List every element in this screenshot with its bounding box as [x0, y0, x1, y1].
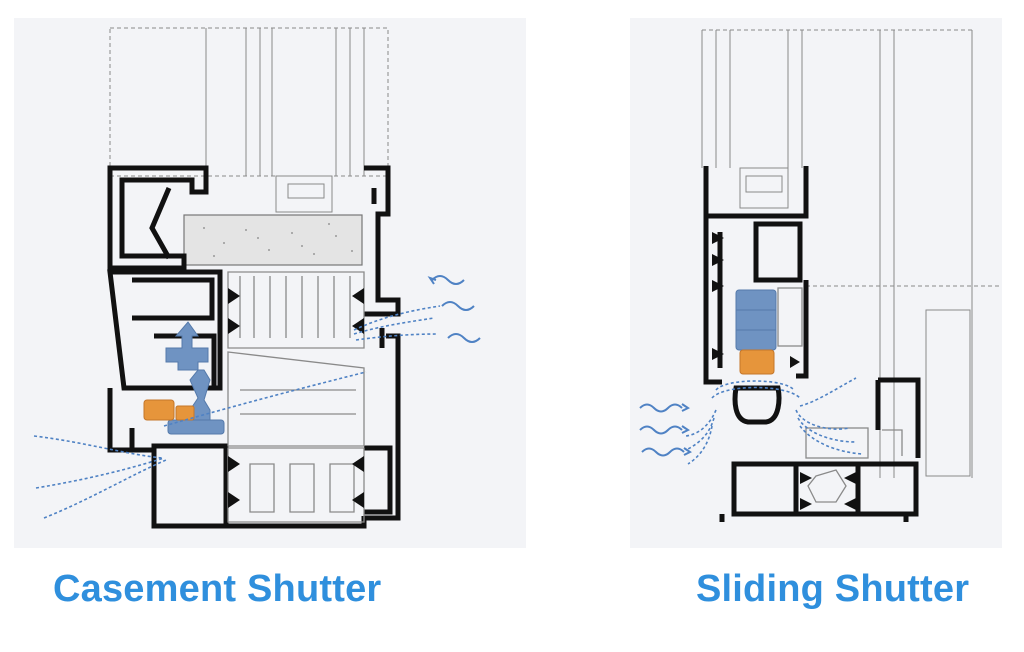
airflow-paths	[685, 377, 863, 465]
sliding-shutter-diagram	[630, 18, 1002, 548]
wavy-arrow-icon	[639, 403, 692, 457]
panel-background	[630, 18, 1002, 548]
seal-gasket	[735, 289, 777, 351]
roller-guide	[739, 349, 775, 375]
gasket-wedges	[712, 232, 856, 510]
frame-profile	[703, 166, 921, 522]
gasket-wedges	[228, 288, 364, 508]
seal-gasket	[165, 321, 225, 435]
thermal-break	[777, 287, 903, 503]
glazing-outline	[109, 27, 389, 213]
sliding-section-svg	[630, 18, 1002, 548]
airflow-paths	[33, 305, 441, 519]
casement-section-svg	[14, 18, 526, 548]
spacer-block	[183, 214, 363, 266]
sliding-shutter-caption: Sliding Shutter	[696, 568, 970, 610]
frame-profile	[107, 165, 401, 529]
wavy-arrow-icon	[427, 275, 481, 343]
casement-shutter-diagram	[14, 18, 526, 548]
casement-shutter-caption: Casement Shutter	[53, 568, 382, 610]
roller-guide	[143, 399, 195, 421]
